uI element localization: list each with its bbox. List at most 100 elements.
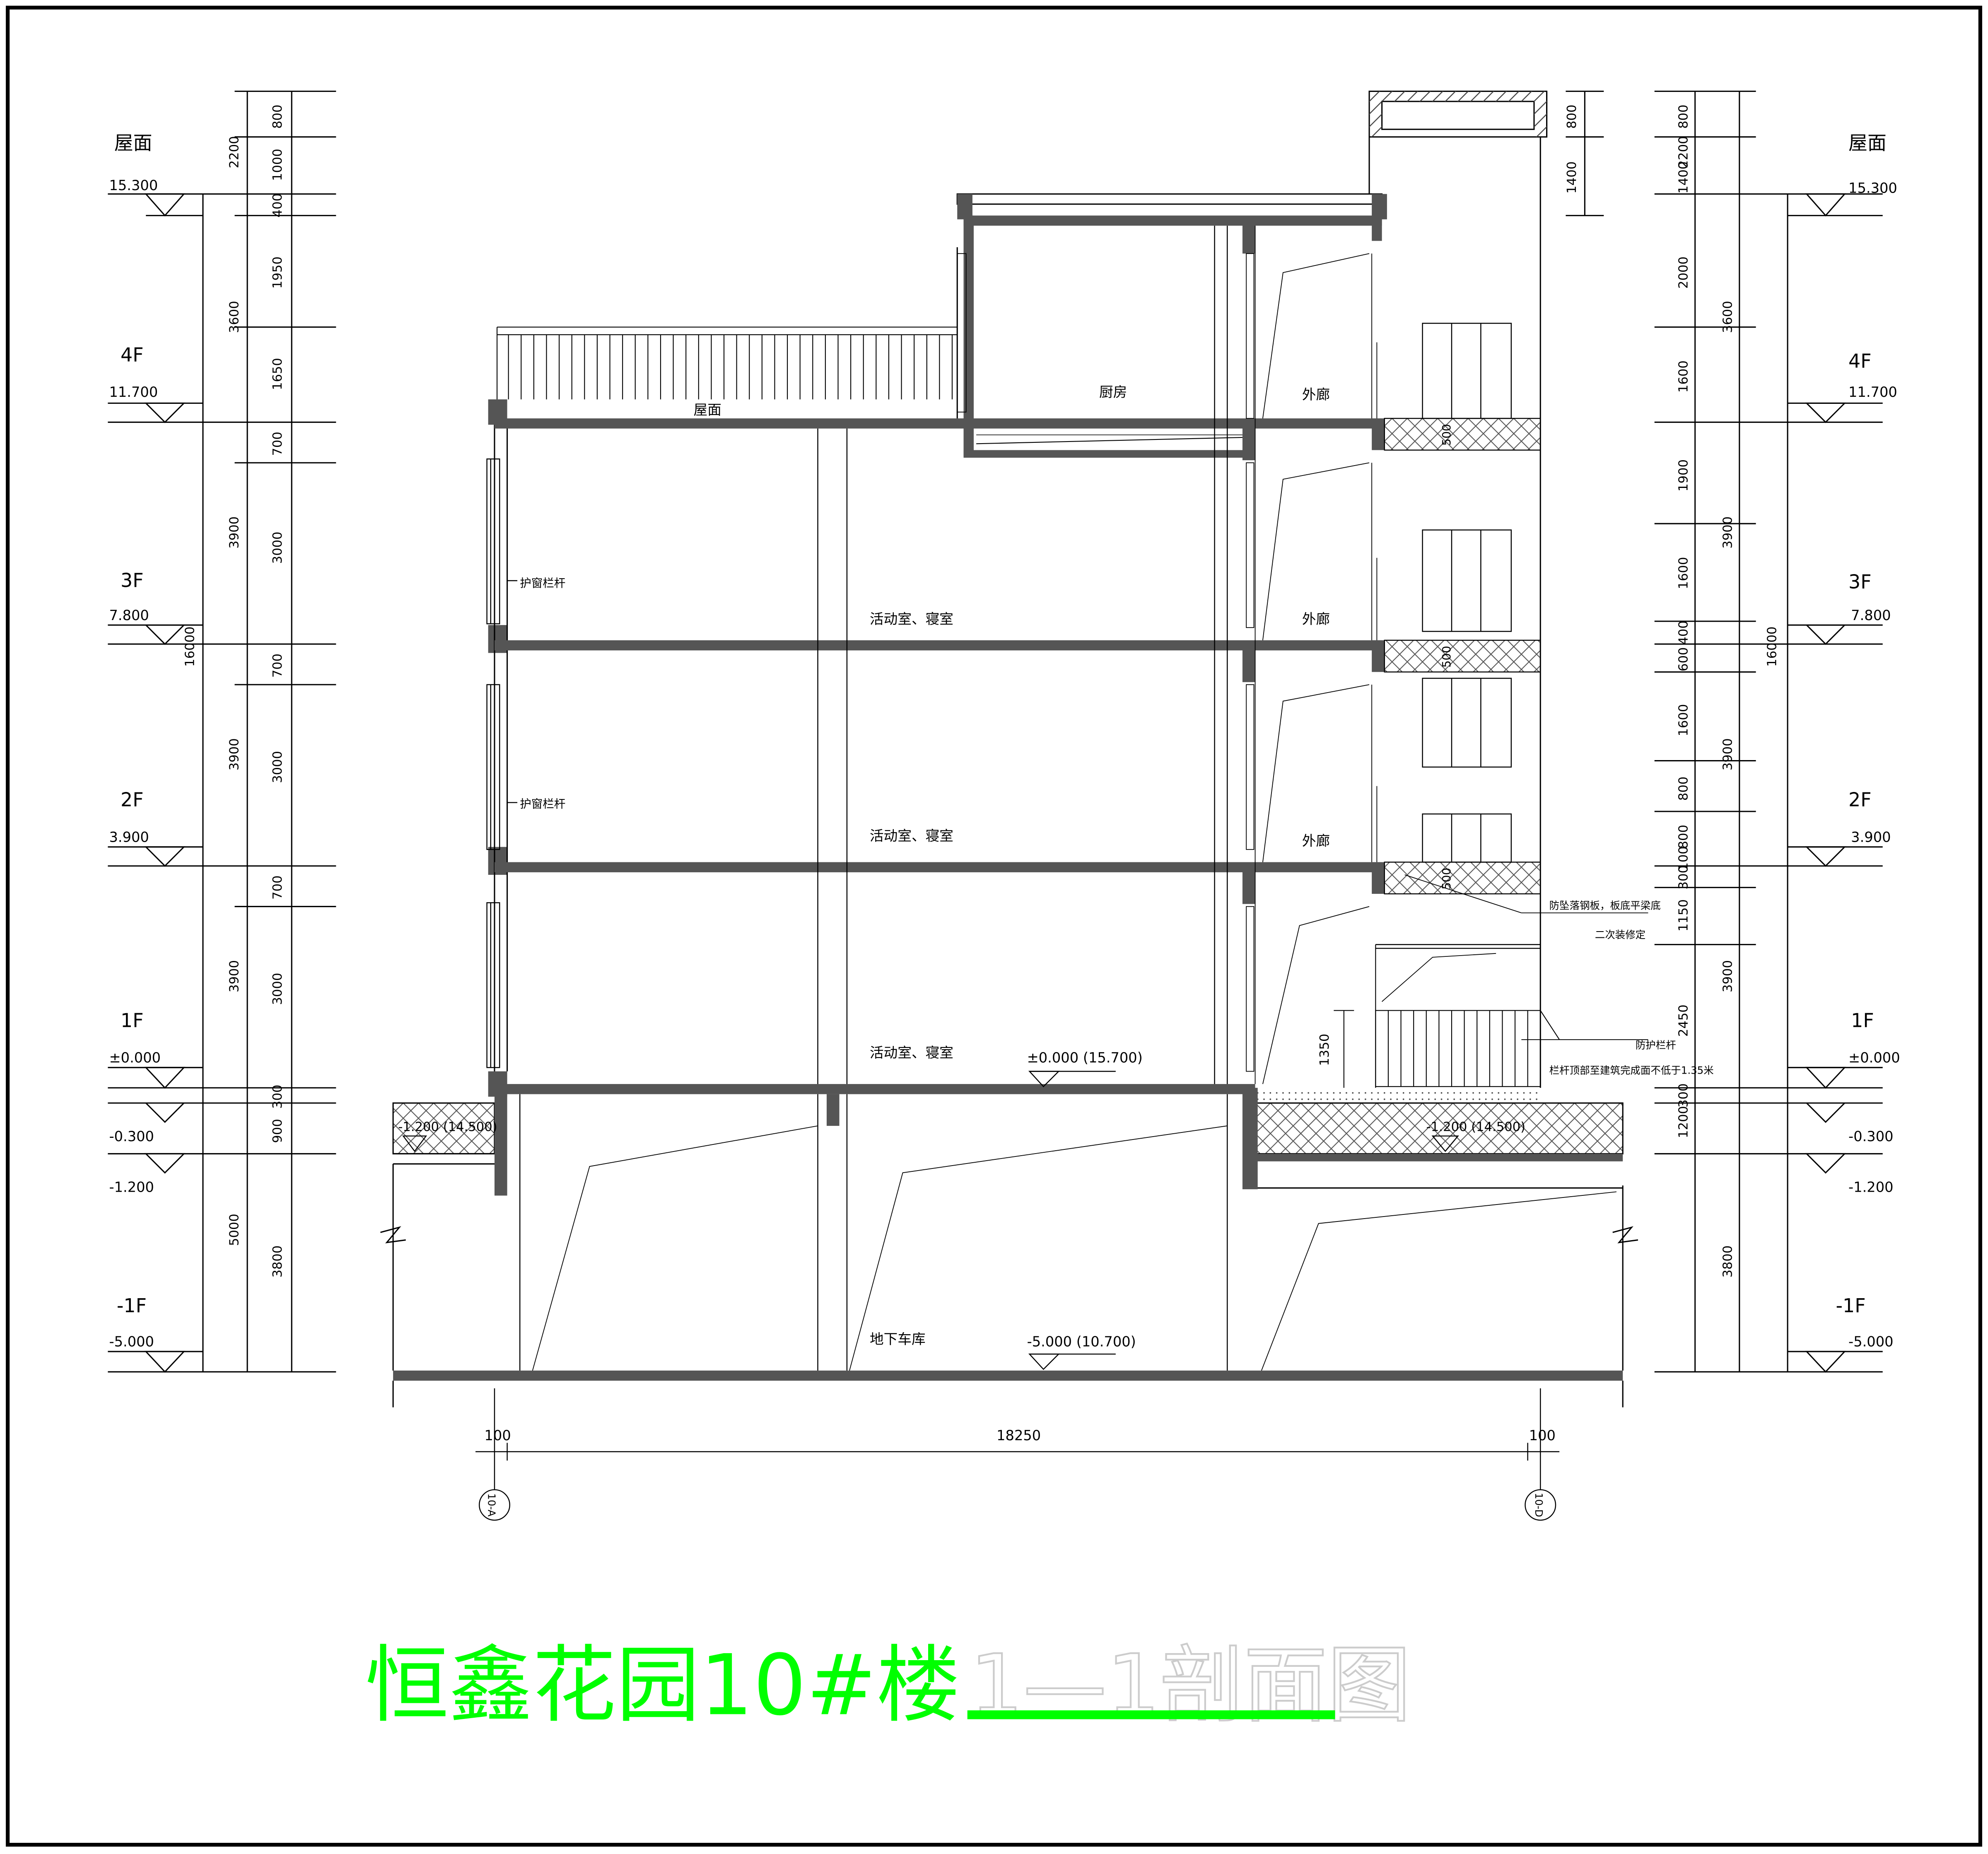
room-label: 活动室、寝室 [870, 828, 953, 844]
left-level-elev: 15.300 [109, 177, 158, 193]
right-level-elev: -5.000 [1848, 1334, 1894, 1350]
dim-text: 800 [1676, 825, 1691, 849]
dim-text: 300 [270, 1084, 285, 1108]
dim-text: 800 [1676, 777, 1691, 801]
right-level-label: 屋面 [1848, 132, 1887, 154]
dim-text: 700 [270, 432, 285, 456]
dim-text: 2200 [1676, 136, 1691, 168]
dim-text: 3800 [270, 1246, 285, 1278]
dim-text: 1400 [1676, 162, 1691, 194]
ground-level-left: -1.200 (14.500) [398, 1120, 497, 1134]
axis-label-a: 10-A [486, 1493, 498, 1516]
dim-text: 800 [1565, 104, 1579, 128]
left-level-labels: 屋面 15.300 4F 11.700 3F 7.800 2F 3.900 1F… [109, 132, 161, 1350]
dim-text: 3900 [1720, 960, 1735, 992]
left-level-label: -1F [117, 1294, 147, 1317]
dim-text: 1900 [1676, 459, 1691, 492]
dim-text: 3000 [270, 751, 285, 783]
room-label: 外廊 [1302, 611, 1330, 627]
left-level-elev: 11.700 [109, 384, 158, 400]
right-level-label: 4F [1848, 350, 1872, 372]
dim-text: 1400 [1565, 162, 1579, 194]
room-label: 外廊 [1302, 386, 1330, 403]
left-level-elev: 7.800 [109, 607, 149, 623]
room-label: 活动室、寝室 [870, 1045, 953, 1061]
room-label: 厨房 [1099, 384, 1127, 400]
dim-text: 3900 [1720, 517, 1735, 549]
dim-text: 1650 [270, 358, 285, 390]
dim-text: 3900 [227, 738, 242, 770]
dim-500: 500 [1440, 646, 1453, 668]
right-level-elev: 3.900 [1851, 829, 1891, 845]
room-label: 外廊 [1302, 833, 1330, 849]
dim-text: 300 [1676, 865, 1691, 889]
left-level-scale [108, 90, 336, 1373]
dim-text: 2450 [1676, 1004, 1691, 1037]
right-level-elev: -1.200 [1848, 1179, 1894, 1195]
rail-label: 护窗栏杆 [520, 577, 565, 590]
room-label: 屋面 [694, 402, 721, 418]
dim-500: 500 [1440, 424, 1453, 446]
dim-text: 3000 [270, 973, 285, 1005]
dim-text: 400 [270, 193, 285, 217]
right-level-label: 3F [1848, 570, 1872, 593]
basement-floor-slab [393, 1370, 1623, 1381]
right-level-elev: 7.800 [1851, 607, 1891, 623]
drawing-title: 恒鑫花园10#楼 [365, 1636, 960, 1734]
annotations: 护窗栏杆 护窗栏杆 ±0.000 (15.700) -5.000 (10.700… [398, 424, 1713, 1517]
dim-text: 1950 [270, 256, 285, 289]
dim-text: 3000 [270, 531, 285, 564]
dim-text: 100 [1676, 846, 1691, 870]
dim-text: 1600 [1676, 704, 1691, 736]
dim-text: 3900 [227, 960, 242, 992]
left-dimension-text: 2200 3600 3900 3900 3900 5000 16000 800 … [183, 104, 285, 1277]
right-dimension-text: 2200 3600 3900 3900 3900 1200 3800 16000… [1565, 104, 1780, 1277]
note-guard-rail: 防护栏杆 [1636, 1039, 1676, 1051]
left-level-elev: ±0.000 [109, 1050, 161, 1066]
drawing-subtitle: 1—1剖面图 [970, 1636, 1411, 1734]
note-decoration: 二次装修定 [1595, 929, 1645, 941]
ground-level-right: -1.200 (14.500) [1426, 1120, 1525, 1134]
dim-text: 3800 [1720, 1246, 1735, 1278]
note-rail-height: 栏杆顶部至建筑完成面不低于1.35米 [1549, 1065, 1714, 1077]
dim-text: 400 [1676, 620, 1691, 645]
right-level-scale [1654, 90, 1883, 1373]
rail-label: 护窗栏杆 [520, 797, 565, 811]
dim-text: 1000 [270, 149, 285, 181]
left-level-elev: -5.000 [109, 1334, 154, 1350]
dim-1350: 1350 [1317, 1034, 1332, 1066]
dim-text: 1200 [1676, 1106, 1691, 1138]
room-label: 活动室、寝室 [870, 611, 953, 627]
dim-500: 500 [1440, 868, 1453, 890]
left-level-label: 2F [121, 789, 144, 811]
note-steel-plate: 防坠落钢板，板底平梁底 [1549, 900, 1661, 912]
dim-text: 1600 [1676, 557, 1691, 589]
dim-text: 3600 [1720, 301, 1735, 333]
right-level-label: 1F [1851, 1009, 1874, 1031]
sheet-border [6, 5, 1982, 1847]
dim-text: 2000 [1676, 256, 1691, 289]
axis-label-d: 10-D [1533, 1493, 1545, 1517]
dim-text: 800 [1676, 104, 1691, 128]
room-labels: 厨房 外廊 屋面 活动室、寝室 外廊 活动室、寝室 外廊 活动室、寝室 地下车库 [694, 384, 1330, 1347]
subtitle-underline [967, 1710, 1335, 1719]
right-level-labels: 屋面 15.300 4F 11.700 3F 7.800 2F 3.900 1F… [1836, 132, 1900, 1350]
dim-text: 5000 [227, 1214, 242, 1246]
dim-text: 600 [1676, 647, 1691, 671]
left-level-label: 3F [121, 569, 144, 591]
dim-text: 2200 [227, 136, 242, 168]
dim-text: 700 [270, 875, 285, 899]
dim-text: 3900 [227, 517, 242, 549]
left-level-elev: -1.200 [109, 1179, 154, 1195]
floor-level-1f: ±0.000 (15.700) [1027, 1050, 1143, 1066]
dim-total: 16000 [1765, 626, 1780, 666]
right-level-elev: 15.300 [1848, 180, 1897, 196]
floor-level-b1: -5.000 (10.700) [1027, 1334, 1136, 1350]
left-level-label: 1F [121, 1009, 144, 1031]
dim-18250: 18250 [996, 1427, 1041, 1444]
dim-text: 900 [270, 1119, 285, 1143]
tower-dims [1566, 90, 1604, 216]
dim-total: 16000 [183, 626, 198, 666]
